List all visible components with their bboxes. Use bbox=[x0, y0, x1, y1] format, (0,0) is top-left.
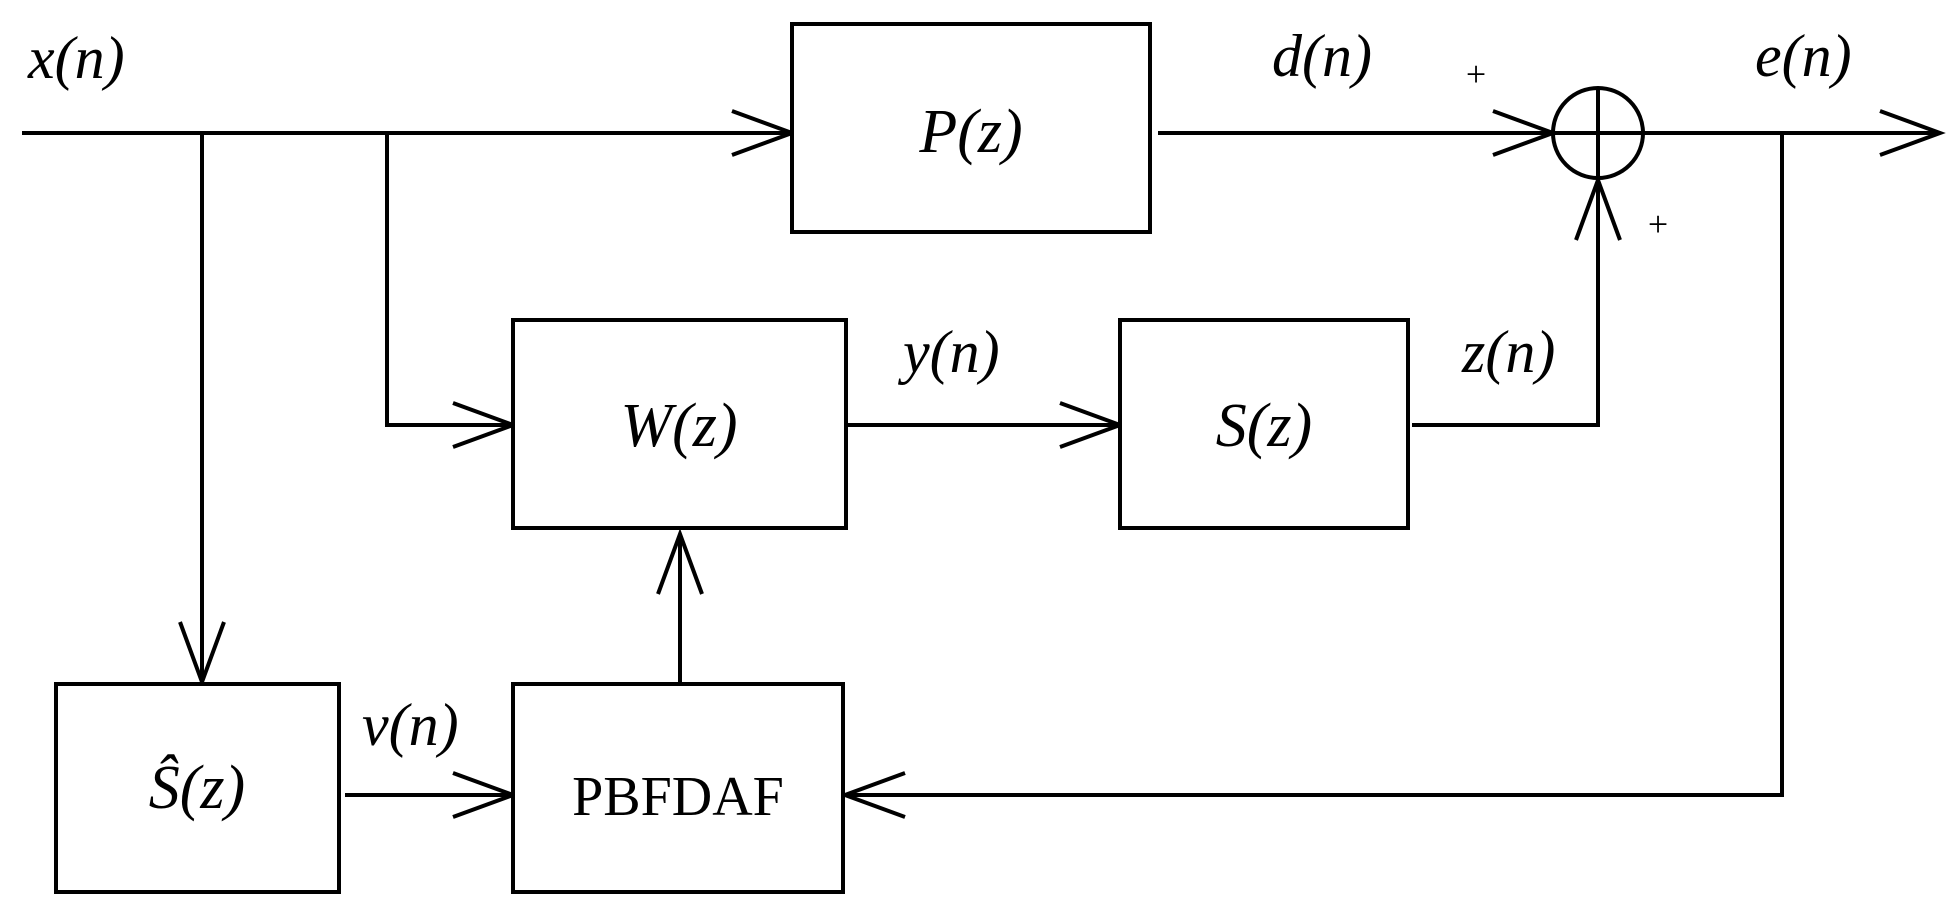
adaptive-filter-label: W(z) bbox=[620, 392, 737, 460]
secondary-output-label: z(n) bbox=[1461, 319, 1555, 385]
z-line bbox=[1412, 180, 1600, 427]
pbfdaf-block bbox=[511, 682, 845, 894]
secondary-estimate-block bbox=[54, 682, 341, 894]
error-signal-label: e(n) bbox=[1755, 23, 1852, 89]
secondary-estimate-label: Ŝ(z) bbox=[149, 754, 245, 822]
reference-branch-to-w bbox=[385, 133, 513, 427]
primary-path-block bbox=[790, 22, 1152, 234]
secondary-path-block bbox=[1118, 318, 1410, 530]
arrowhead-output-e bbox=[1879, 109, 1946, 157]
summing-junction bbox=[1551, 86, 1645, 180]
secondary-path-label: S(z) bbox=[1216, 392, 1312, 460]
adaptive-filter-block bbox=[511, 318, 848, 530]
pbfdaf-label: PBFDAF bbox=[572, 766, 784, 828]
error-feedback-line bbox=[845, 133, 1784, 797]
plus-sign-bottom: + bbox=[1648, 204, 1668, 244]
arrowhead-to-w-update bbox=[656, 528, 704, 595]
plus-sign-top: + bbox=[1466, 54, 1486, 94]
filtered-reference-label: v(n) bbox=[362, 692, 459, 758]
desired-signal-label: d(n) bbox=[1272, 23, 1372, 89]
primary-path-label: P(z) bbox=[918, 98, 1022, 166]
input-signal-label: x(n) bbox=[27, 25, 125, 91]
filter-output-label: y(n) bbox=[897, 319, 1000, 385]
